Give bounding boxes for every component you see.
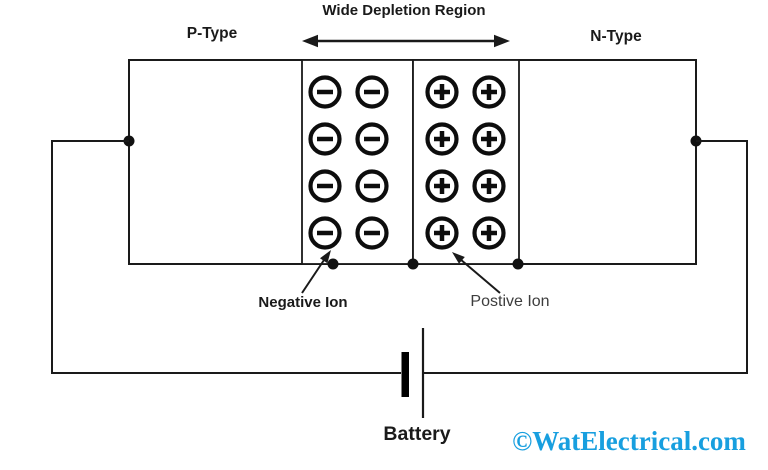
watermark-text: ©WatElectrical.com [512,426,746,456]
bottom-dot-right [512,258,524,270]
positive-ion-icon [425,75,459,109]
positive-ion-icon [472,216,506,250]
negative-ion-grid [308,75,389,250]
negative-ion-icon [308,75,342,109]
positive-ion-label: Postive Ion [470,293,550,310]
battery-label: Battery [383,423,451,445]
positive-ion-icon [425,169,459,203]
depletion-width-arrow-icon [302,34,510,48]
negative-ion-icon [308,122,342,156]
positive-ion-icon [425,122,459,156]
n-type-label: N-Type [590,28,642,45]
bottom-dot-middle [407,258,419,270]
positive-ion-pointer-arrow-icon [452,252,501,294]
negative-ion-icon [308,169,342,203]
negative-ion-pointer-arrow-icon [301,250,331,294]
positive-ion-icon [472,122,506,156]
positive-ion-icon [425,216,459,250]
depletion-region-title: Wide Depletion Region [322,2,486,19]
negative-ion-icon [308,216,342,250]
left-circuit-wire [51,140,401,374]
negative-ion-icon [355,216,389,250]
p-type-label: P-Type [186,25,238,42]
negative-ion-icon [355,169,389,203]
positive-ion-icon [472,169,506,203]
battery-short-plate [401,352,409,397]
negative-ion-icon [355,75,389,109]
positive-ion-grid [425,75,506,250]
negative-ion-icon [355,122,389,156]
right-circuit-wire [424,140,748,374]
bottom-dot-left [327,258,339,270]
positive-ion-icon [472,75,506,109]
battery-symbol-icon [401,328,425,418]
negative-ion-label: Negative Ion [258,294,348,311]
